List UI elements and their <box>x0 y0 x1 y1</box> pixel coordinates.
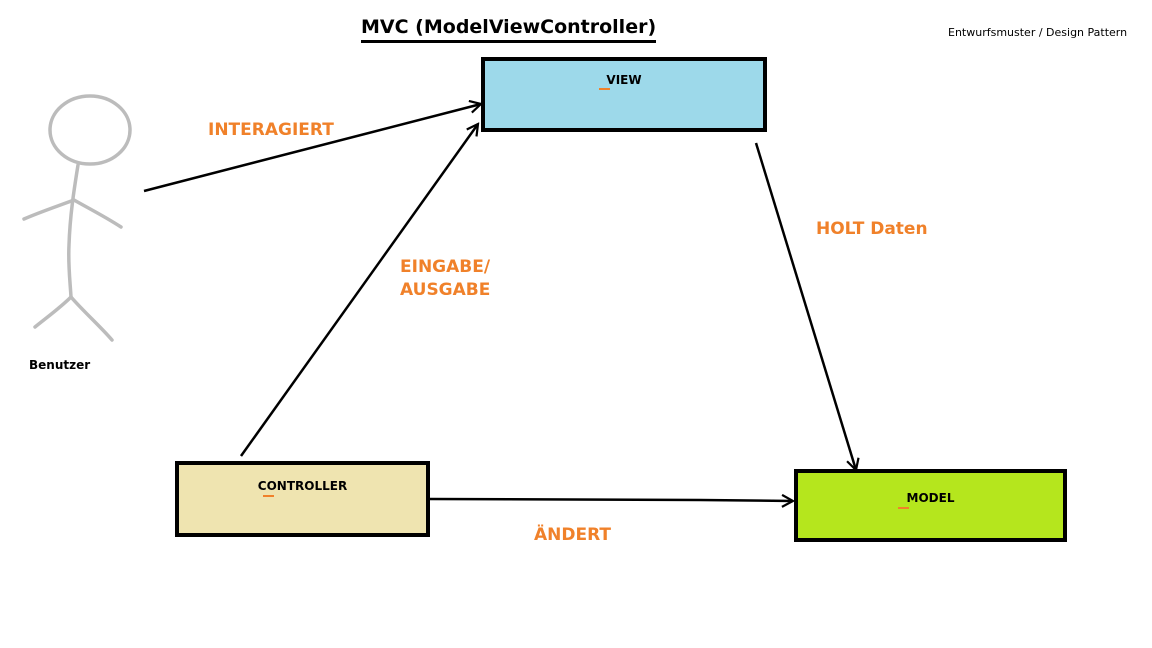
edge-label-eingabe: EINGABE/ <box>400 257 491 277</box>
arrow-user-to-view <box>143 104 481 193</box>
view-box: VIEW <box>481 57 767 132</box>
arrow-controller-to-view <box>239 124 478 457</box>
model-label: MODEL <box>906 491 955 505</box>
edge-label-holt-daten: HOLT Daten <box>816 219 928 239</box>
controller-label-underline <box>263 495 274 497</box>
controller-box: CONTROLLER <box>175 461 430 537</box>
actor-label: Benutzer <box>29 358 91 372</box>
edge-label-interagiert: INTERAGIERT <box>208 120 334 140</box>
view-label: VIEW <box>606 73 642 87</box>
arrow-view-to-model <box>754 142 856 470</box>
view-label-underline <box>599 88 610 90</box>
diagram-subtitle: Entwurfsmuster / Design Pattern <box>948 26 1128 39</box>
edge-label-aendert: ÄNDERT <box>534 525 612 545</box>
controller-label: CONTROLLER <box>257 479 348 493</box>
edge-label-ausgabe: AUSGABE <box>400 279 491 300</box>
model-box: MODEL <box>794 469 1067 542</box>
diagram-title: MVC (ModelViewController) <box>361 16 657 43</box>
edge-label-eingabe-ausgabe: EINGABE/ AUSGABE <box>400 256 490 302</box>
model-label-underline <box>898 507 909 509</box>
arrow-controller-to-model <box>429 499 793 501</box>
stick-figure-icon <box>22 94 132 342</box>
